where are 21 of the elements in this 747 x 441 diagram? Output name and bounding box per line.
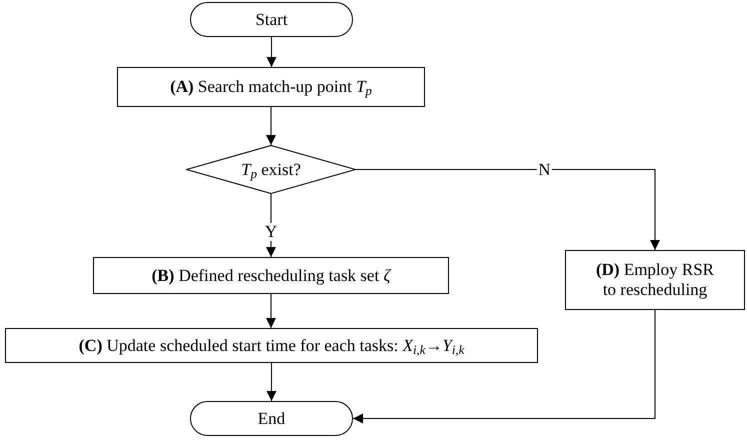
terminal-label: End: [258, 408, 286, 428]
arrow: [266, 362, 276, 402]
terminal-box: [190, 401, 353, 436]
arrow: [266, 294, 276, 328]
step-text: (B) Defined rescheduling task set ζ: [152, 266, 390, 286]
process-box: [565, 250, 745, 310]
process-box: [93, 257, 449, 294]
arrow: [356, 169, 660, 250]
step-text: (A) Search match-up point T$_{p}$: [170, 77, 372, 97]
arrow: [266, 106, 276, 146]
process-box: [5, 328, 538, 363]
terminal-label: Start: [255, 10, 288, 30]
arrow: [266, 194, 276, 258]
step-text: (D) Employ RSR to rescheduling: [594, 260, 716, 300]
terminal-box: [190, 2, 353, 37]
arrow: [266, 36, 276, 68]
arrow: [352, 310, 656, 424]
condition-text: T$_{p}$ exist?: [241, 160, 301, 180]
step-text: (C) Update scheduled start time for each tasks: X$_{i,k}$→Y$_{i,k}$: [78, 336, 464, 356]
edge-label: Y: [264, 222, 278, 240]
process-box: [117, 67, 425, 107]
